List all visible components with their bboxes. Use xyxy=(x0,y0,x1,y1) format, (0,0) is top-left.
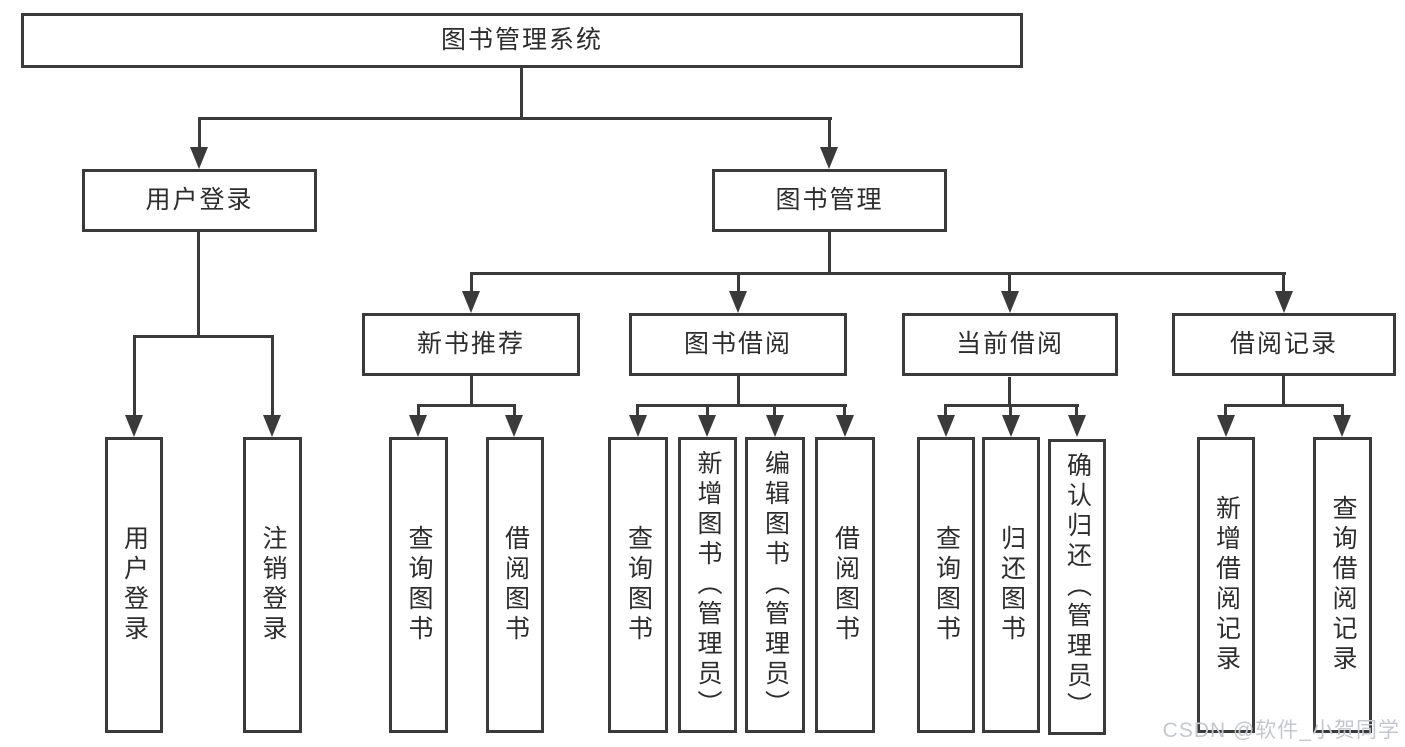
leaf-logout-label: 注销登录 xyxy=(259,525,287,645)
leaf-query-borrow-record-label: 查询借阅记录 xyxy=(1329,495,1357,675)
arrowhead-down-icon xyxy=(1333,415,1351,437)
leaf-edit-books-admin-label: 编辑图书（管理员） xyxy=(761,450,790,720)
arrowhead-down-icon xyxy=(1217,415,1235,437)
node-user-login: 用户登录 xyxy=(82,169,317,232)
connector-borrowing-records-down xyxy=(1282,376,1285,407)
arrowhead-down-icon xyxy=(1002,415,1020,437)
node-new-book-recommend: 新书推荐 xyxy=(362,313,580,376)
leaf-query-books-borrowing-label: 查询图书 xyxy=(624,525,653,645)
connector-book-borrowing-down xyxy=(737,376,740,407)
connector-stem-leaf-user-login xyxy=(133,335,136,417)
leaf-logout: 注销登录 xyxy=(243,437,302,733)
node-book-management-label: 图书管理 xyxy=(775,186,884,214)
connector-book-borrowing-horizontal xyxy=(637,404,847,407)
connector-book-management-horizontal xyxy=(470,272,1286,275)
node-current-borrowing-label: 当前借阅 xyxy=(955,330,1064,358)
connector-book-management-down xyxy=(828,232,831,275)
leaf-borrow-books-recommend-label: 借阅图书 xyxy=(501,525,530,645)
arrowhead-down-icon xyxy=(820,147,838,169)
arrowhead-down-icon xyxy=(836,415,854,437)
node-current-borrowing: 当前借阅 xyxy=(902,313,1118,376)
connector-root-down xyxy=(520,68,523,118)
leaf-edit-books-admin: 编辑图书（管理员） xyxy=(745,437,805,733)
leaf-query-borrow-record: 查询借阅记录 xyxy=(1313,437,1372,733)
connector-stem-borrowing-records xyxy=(1282,272,1285,293)
node-borrowing-records-label: 借阅记录 xyxy=(1229,330,1338,358)
connector-stem xyxy=(843,404,846,417)
leaf-query-books-recommend: 查询图书 xyxy=(389,437,448,733)
arrowhead-down-icon xyxy=(190,147,208,169)
connector-borrowing-records-horizontal xyxy=(1225,404,1344,407)
leaf-add-books-admin-label: 新增图书（管理员） xyxy=(694,450,722,720)
connector-stem xyxy=(1075,404,1078,417)
leaf-confirm-return-admin: 确认归还（管理员） xyxy=(1048,439,1106,735)
connector-root-horizontal xyxy=(198,117,832,120)
leaf-return-books: 归还图书 xyxy=(982,437,1040,733)
arrowhead-down-icon xyxy=(505,415,523,437)
connector-stem xyxy=(1224,404,1227,417)
connector-stem xyxy=(773,404,776,417)
leaf-borrow-books-borrowing-label: 借阅图书 xyxy=(831,525,860,645)
leaf-query-books-current-label: 查询图书 xyxy=(932,525,961,645)
connector-new-book-horizontal xyxy=(417,404,516,407)
connector-stem xyxy=(1341,404,1344,417)
connector-stem-current-borrowing xyxy=(1008,272,1011,293)
arrowhead-down-icon xyxy=(409,415,427,437)
leaf-borrow-books-recommend: 借阅图书 xyxy=(486,437,544,733)
leaf-user-login-label: 用户登录 xyxy=(120,525,149,645)
connector-current-borrowing-horizontal xyxy=(945,404,1079,407)
connector-stem xyxy=(944,404,947,417)
connector-stem-user-login xyxy=(198,117,201,149)
arrowhead-down-icon xyxy=(1001,291,1019,313)
node-library-system: 图书管理系统 xyxy=(21,13,1023,68)
arrowhead-down-icon xyxy=(1068,415,1086,437)
connector-new-book-down xyxy=(470,376,473,407)
connector-user-login-horizontal xyxy=(133,335,274,338)
csdn-watermark: CSDN @软件_小贺同学 xyxy=(1162,719,1400,742)
leaf-query-books-current: 查询图书 xyxy=(917,437,975,733)
arrowhead-down-icon xyxy=(1275,291,1293,313)
leaf-add-borrow-record-label: 新增借阅记录 xyxy=(1212,495,1241,675)
leaf-confirm-return-admin-label: 确认归还（管理员） xyxy=(1063,452,1092,722)
leaf-query-books-borrowing: 查询图书 xyxy=(608,437,668,733)
node-new-book-recommend-label: 新书推荐 xyxy=(416,330,525,358)
node-book-borrowing-label: 图书借阅 xyxy=(683,330,792,358)
connector-stem xyxy=(417,404,420,417)
arrowhead-down-icon xyxy=(937,415,955,437)
connector-stem xyxy=(1009,404,1012,417)
connector-stem-leaf-logout xyxy=(271,335,274,417)
connector-stem xyxy=(706,404,709,417)
leaf-add-borrow-record: 新增借阅记录 xyxy=(1197,437,1255,733)
connector-stem-new-book-recommend xyxy=(470,272,473,293)
connector-user-login-down xyxy=(197,232,200,338)
connector-stem-book-borrowing xyxy=(737,272,740,293)
leaf-add-books-admin: 新增图书（管理员） xyxy=(678,437,737,733)
connector-current-borrowing-down xyxy=(1008,377,1011,407)
arrowhead-down-icon xyxy=(698,415,716,437)
connector-stem-book-management xyxy=(828,117,831,149)
arrowhead-down-icon xyxy=(629,415,647,437)
arrowhead-down-icon xyxy=(766,415,784,437)
arrowhead-down-icon xyxy=(462,291,480,313)
leaf-user-login: 用户登录 xyxy=(105,437,163,733)
node-library-system-label: 图书管理系统 xyxy=(440,26,603,54)
connector-stem xyxy=(636,404,639,417)
leaf-query-books-recommend-label: 查询图书 xyxy=(405,525,433,645)
arrowhead-down-icon xyxy=(125,415,143,437)
node-book-borrowing: 图书借阅 xyxy=(629,313,847,376)
node-user-login-label: 用户登录 xyxy=(145,186,254,214)
connector-stem xyxy=(513,404,516,417)
arrowhead-down-icon xyxy=(729,291,747,313)
node-borrowing-records: 借阅记录 xyxy=(1172,313,1396,376)
arrowhead-down-icon xyxy=(263,415,281,437)
leaf-borrow-books-borrowing: 借阅图书 xyxy=(815,437,875,733)
node-book-management: 图书管理 xyxy=(712,169,947,232)
leaf-return-books-label: 归还图书 xyxy=(997,525,1026,645)
